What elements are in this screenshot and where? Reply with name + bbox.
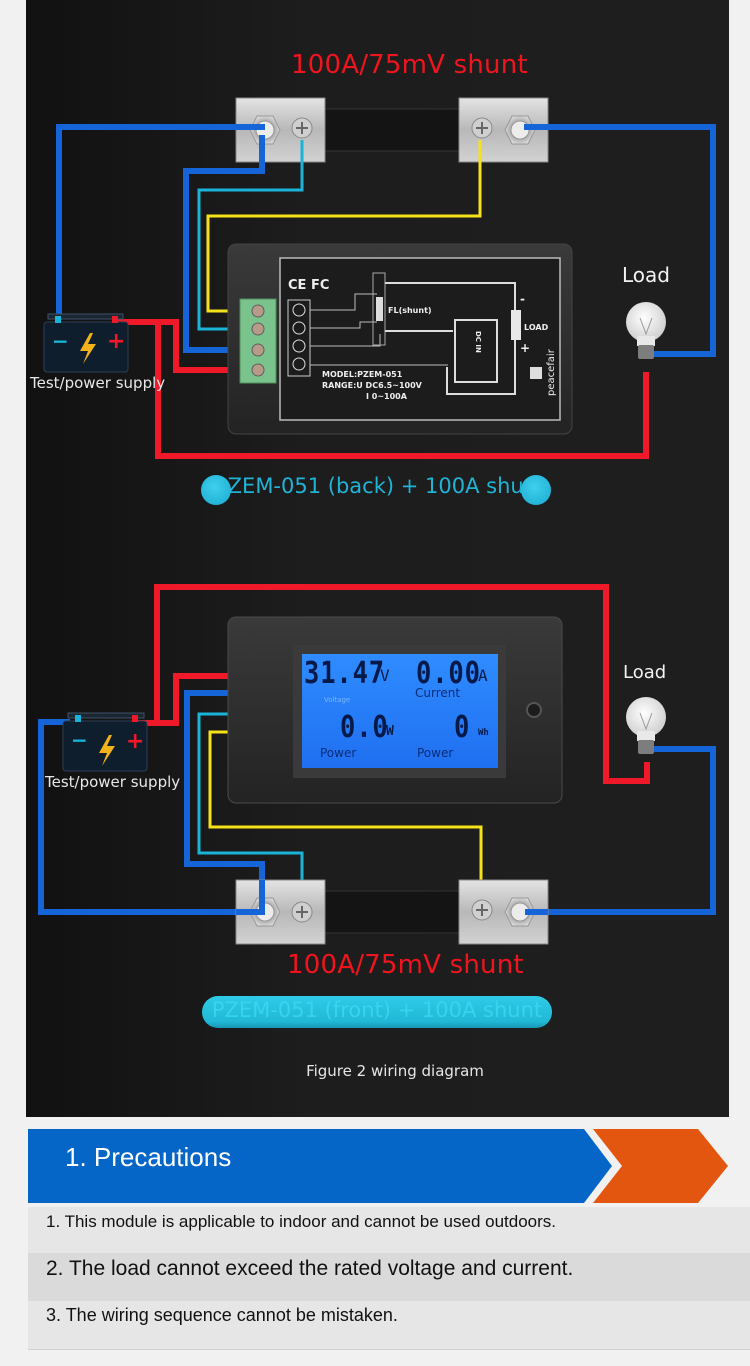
precaution-text: 3. The wiring sequence cannot be mistake… — [46, 1305, 398, 1325]
current-unit: A — [478, 666, 488, 685]
precautions-title: 1. Precautions — [65, 1142, 232, 1172]
load-label-top: Load — [622, 263, 670, 287]
meter-back — [227, 243, 573, 435]
range-voltage-line: RANGE:U DC6.5~100V — [322, 381, 423, 390]
power-unit: W — [386, 724, 394, 739]
lcd-display: 31.47 V Voltage 0.00 A Current 0.0 W Pow… — [302, 654, 498, 768]
wire-negative-supply-to-shunt — [38, 719, 265, 915]
shunt-marking: FL(shunt) — [388, 306, 432, 315]
shunt-top — [235, 97, 549, 163]
precaution-item: 1. This module is applicable to indoor a… — [28, 1207, 750, 1253]
battery-icon-top — [43, 313, 129, 373]
current-value: 0.00 — [416, 656, 481, 691]
wire-sense-cyan — [197, 712, 304, 905]
energy-unit: Wh — [478, 728, 489, 738]
wires-bottom — [38, 584, 716, 915]
battery-minus: − — [71, 728, 88, 752]
energy-value: 0 — [454, 710, 471, 745]
caption-front-text: PZEM-051 (front) + 100A shunt — [211, 998, 543, 1022]
wire-sense-yellow — [208, 730, 483, 905]
wire-sense-yellow — [206, 140, 482, 313]
wire-positive-supply-to-meter — [137, 673, 228, 726]
shunt-bottom — [235, 879, 549, 945]
power-label: Power — [320, 746, 357, 760]
caption-back: PZEM-051 (back) + 100A shunt — [215, 474, 537, 498]
wire-positive-supply-to-meter — [112, 319, 258, 373]
wire-negative-shunt-to-meter — [183, 135, 265, 353]
voltage-label: Voltage — [324, 696, 351, 704]
caption-front: PZEM-051 (front) + 100A shunt — [202, 996, 552, 1028]
range-current-line: I 0~100A — [366, 392, 408, 401]
plus-marking: + — [520, 341, 530, 355]
figure-caption: Figure 2 wiring diagram — [306, 1062, 484, 1080]
model-line: MODEL:PZEM-051 — [322, 370, 403, 379]
battery-minus: − — [52, 329, 69, 353]
current-label: Current — [415, 686, 461, 700]
dc-in-marking: DC IN — [474, 331, 482, 353]
voltage-value: 31.47 — [304, 656, 386, 691]
wire-positive-supply-to-load — [155, 322, 649, 459]
battery-plus: + — [107, 329, 125, 354]
power-supply-label-bottom: Test/power supply — [45, 773, 181, 791]
light-bulb-icon-bottom — [626, 697, 666, 754]
shunt-label-bottom: 100A/75mV shunt — [287, 950, 524, 980]
caption-bullet-left — [201, 475, 231, 505]
certification-marks: CE FC — [288, 278, 329, 293]
shunt-label-top: 100A/75mV shunt — [291, 50, 528, 80]
precaution-item: 3. The wiring sequence cannot be mistake… — [28, 1301, 750, 1350]
power-value: 0.0 — [340, 710, 389, 745]
voltage-unit: V — [380, 666, 390, 685]
wire-sense-cyan — [197, 140, 304, 331]
battery-plus: + — [126, 729, 144, 754]
precautions-header-banner — [28, 1129, 728, 1203]
wire-negative-supply-to-shunt — [56, 124, 265, 320]
battery-icon-bottom — [62, 712, 148, 772]
light-bulb-icon-top — [626, 302, 666, 359]
wire-negative-shunt-to-load — [524, 124, 716, 357]
brand-logo: peacefair — [546, 348, 557, 396]
power-supply-label-top: Test/power supply — [30, 374, 166, 392]
caption-bullet-right — [521, 475, 551, 505]
load-label-bottom: Load — [623, 662, 667, 683]
minus-marking: - — [520, 292, 525, 306]
precaution-text: 2. The load cannot exceed the rated volt… — [46, 1257, 574, 1280]
wire-negative-meter-to-shunt — [184, 690, 265, 910]
wire-negative-shunt-to-load — [525, 746, 716, 915]
energy-label: Power — [417, 746, 454, 760]
load-marking: LOAD — [524, 323, 549, 332]
precaution-text: 1. This module is applicable to indoor a… — [46, 1212, 557, 1231]
precaution-item: 2. The load cannot exceed the rated volt… — [28, 1253, 750, 1301]
wires-top — [56, 124, 716, 459]
